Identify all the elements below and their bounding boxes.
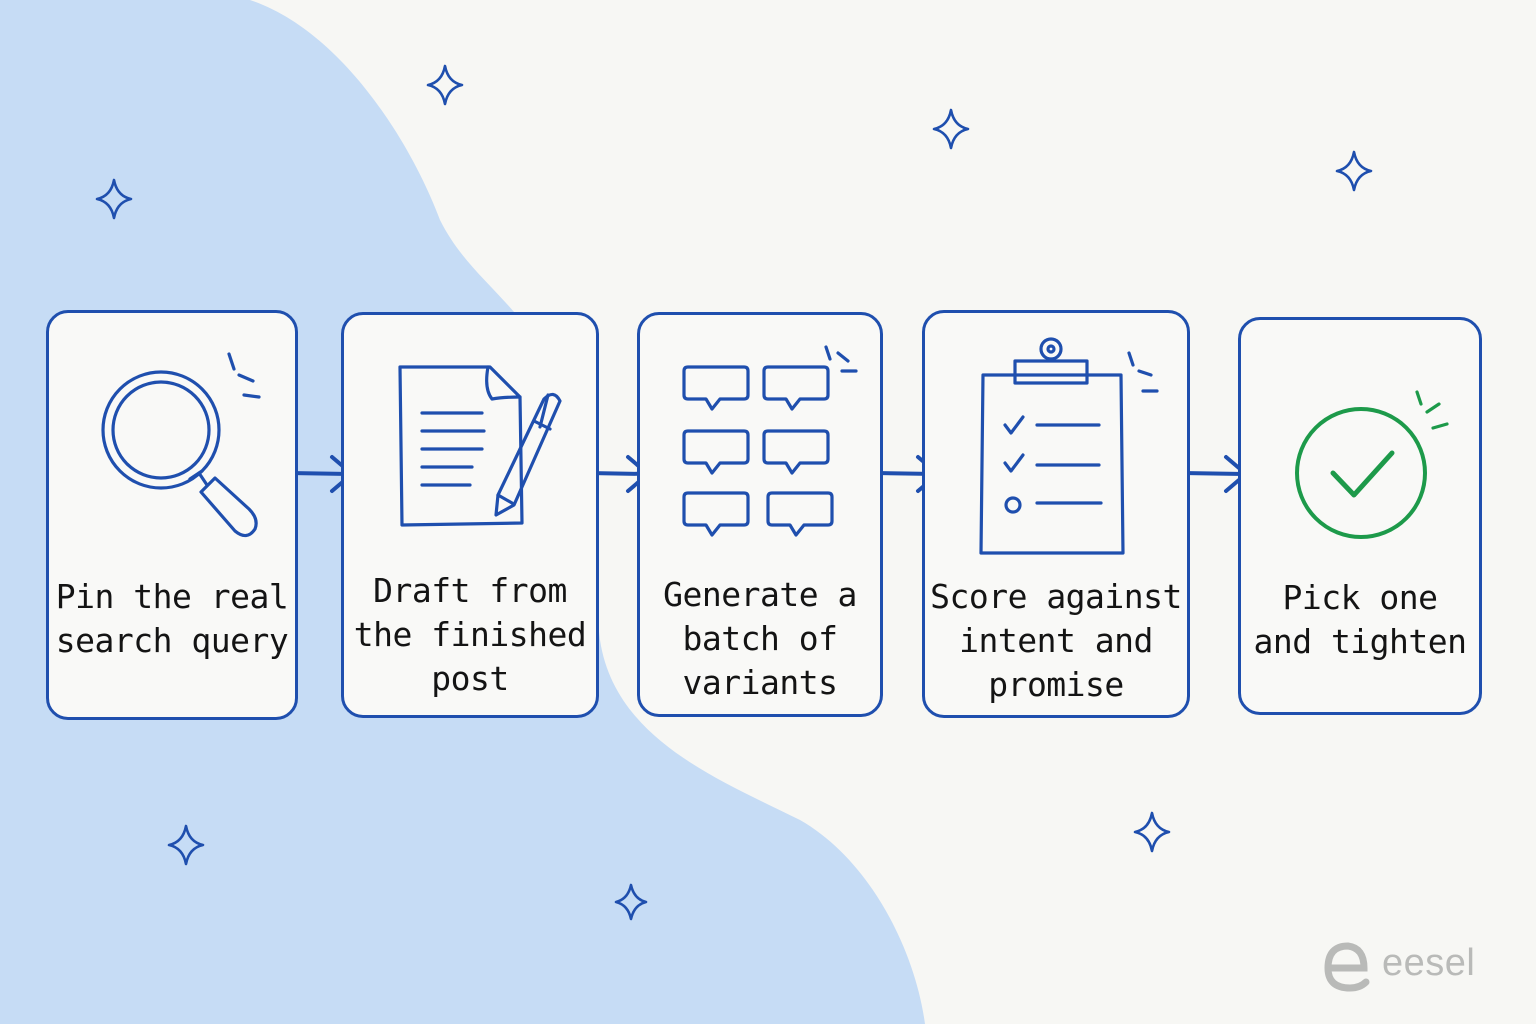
speech-bubbles-icon bbox=[682, 345, 858, 537]
document-pen-icon bbox=[398, 365, 562, 527]
step-label: Generate a batch of variants bbox=[663, 575, 857, 702]
eesel-logo-icon bbox=[1324, 942, 1370, 992]
brand: eesel bbox=[1320, 936, 1500, 996]
magnifying-glass-icon bbox=[101, 352, 261, 538]
sparkle-icon bbox=[426, 64, 464, 106]
sparkle-icon bbox=[932, 108, 970, 150]
brand-name: eesel bbox=[1382, 942, 1476, 984]
sparkle-icon bbox=[1133, 811, 1171, 853]
clipboard-checklist-icon bbox=[979, 337, 1159, 555]
step-card-1: Pin the real search query bbox=[46, 310, 298, 720]
sparkle-icon bbox=[1335, 150, 1373, 192]
step-card-5: Pick one and tighten bbox=[1238, 317, 1482, 715]
sparkle-icon bbox=[614, 883, 648, 921]
step-label: Pin the real search query bbox=[55, 577, 289, 660]
step-label: Pick one and tighten bbox=[1253, 578, 1467, 661]
sparkle-icon bbox=[167, 824, 205, 866]
step-card-2: Draft from the finished post bbox=[341, 312, 599, 718]
step-label: Draft from the finished post bbox=[353, 571, 587, 698]
check-circle-icon bbox=[1295, 390, 1449, 539]
step-label: Score against intent and promise bbox=[930, 577, 1182, 704]
sparkle-icon bbox=[95, 178, 133, 220]
step-card-3: Generate a batch of variants bbox=[637, 312, 883, 717]
step-card-4: Score against intent and promise bbox=[922, 310, 1190, 718]
